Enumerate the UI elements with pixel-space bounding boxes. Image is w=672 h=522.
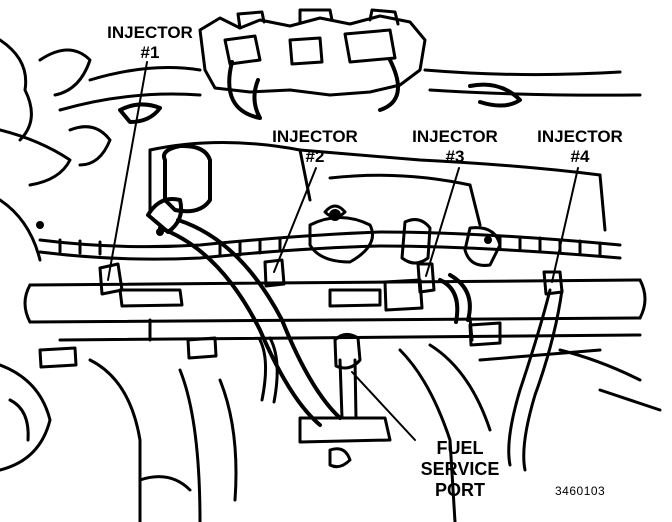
fuel-service-port-line3: PORT	[434, 480, 485, 500]
leader-lines	[107, 61, 579, 441]
intake-manifold-top	[58, 8, 642, 112]
fuel-service-port-line2: SERVICE	[420, 459, 500, 479]
injector-2-number: #2	[305, 147, 325, 166]
filler-neck	[146, 143, 212, 234]
fuel-service-port-line1: FUEL	[436, 438, 484, 458]
fuel-service-port-label: FUEL SERVICE PORT	[410, 438, 510, 501]
injector-4-label: INJECTOR #4	[530, 128, 630, 165]
injector-1-label: INJECTOR #1	[100, 24, 200, 61]
rail-brackets	[38, 321, 502, 369]
fuel-service-port-valve	[298, 333, 392, 444]
lower-block	[0, 343, 662, 522]
injector-3-title: INJECTOR	[412, 127, 498, 146]
wiring-harness	[38, 204, 622, 267]
injector-1-number: #1	[140, 43, 160, 62]
injector-2-title: INJECTOR	[272, 127, 358, 146]
left-engine-components	[0, 38, 112, 262]
injector-4-number: #4	[570, 147, 590, 166]
injector-3-number: #3	[445, 147, 465, 166]
injector-2-label: INJECTOR #2	[265, 128, 365, 165]
figure-number: 3460103	[555, 484, 606, 498]
right-lines	[258, 288, 564, 472]
injector-3-label: INJECTOR #3	[405, 128, 505, 165]
crossing-hose	[158, 218, 472, 427]
fuel-rail	[23, 278, 647, 342]
injector-4-title: INJECTOR	[537, 127, 623, 146]
injector-1-title: INJECTOR	[107, 23, 193, 42]
fastener-fills	[36, 209, 492, 244]
